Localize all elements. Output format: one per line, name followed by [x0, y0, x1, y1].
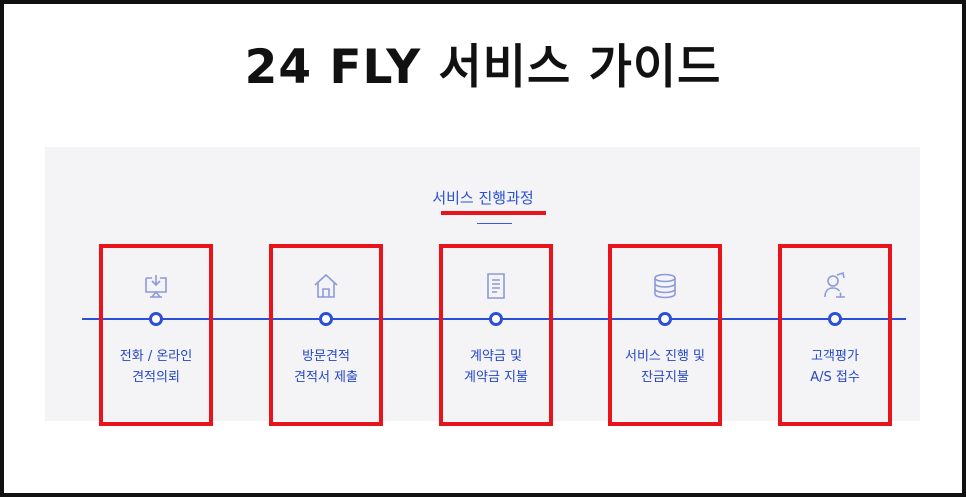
- step-label-line2: 견적서 제출: [294, 370, 358, 385]
- process-step-review: 고객평가 A/S 접수: [778, 244, 892, 426]
- coin-stack-icon: [649, 270, 681, 302]
- timeline-dot: [149, 312, 163, 326]
- process-step-contract: 계약금 및 계약금 지불: [439, 244, 553, 426]
- page-title: 24 FLY 서비스 가이드: [244, 40, 722, 95]
- step-label-line1: 계약금 및: [470, 349, 522, 364]
- section-title-highlight: [441, 211, 546, 215]
- step-label-line2: 잔금지불: [641, 370, 689, 385]
- document-icon: [480, 270, 512, 302]
- timeline-dot: [828, 312, 842, 326]
- section-title-underline: [477, 223, 512, 224]
- step-label-line2: 계약금 지불: [464, 370, 528, 385]
- house-icon: [310, 270, 342, 302]
- timeline-dot: [319, 312, 333, 326]
- timeline-dot: [489, 312, 503, 326]
- step-label-line1: 방문견적: [302, 349, 350, 364]
- monitor-download-icon: [140, 270, 172, 302]
- process-panel: [45, 147, 920, 421]
- timeline-dot: [658, 312, 672, 326]
- step-label-line2: A/S 접수: [810, 370, 860, 385]
- step-label-line1: 고객평가: [811, 349, 859, 364]
- section-title: 서비스 진행과정: [432, 189, 534, 207]
- process-step-inquiry: 전화 / 온라인 견적의뢰: [99, 244, 213, 426]
- step-label-line1: 서비스 진행 및: [624, 349, 706, 364]
- step-label-line2: 견적의뢰: [132, 370, 180, 385]
- process-step-visit-quote: 방문견적 견적서 제출: [269, 244, 383, 426]
- step-label-line1: 전화 / 온라인: [119, 349, 193, 364]
- process-step-service: 서비스 진행 및 잔금지불: [608, 244, 722, 426]
- person-review-icon: [819, 270, 851, 302]
